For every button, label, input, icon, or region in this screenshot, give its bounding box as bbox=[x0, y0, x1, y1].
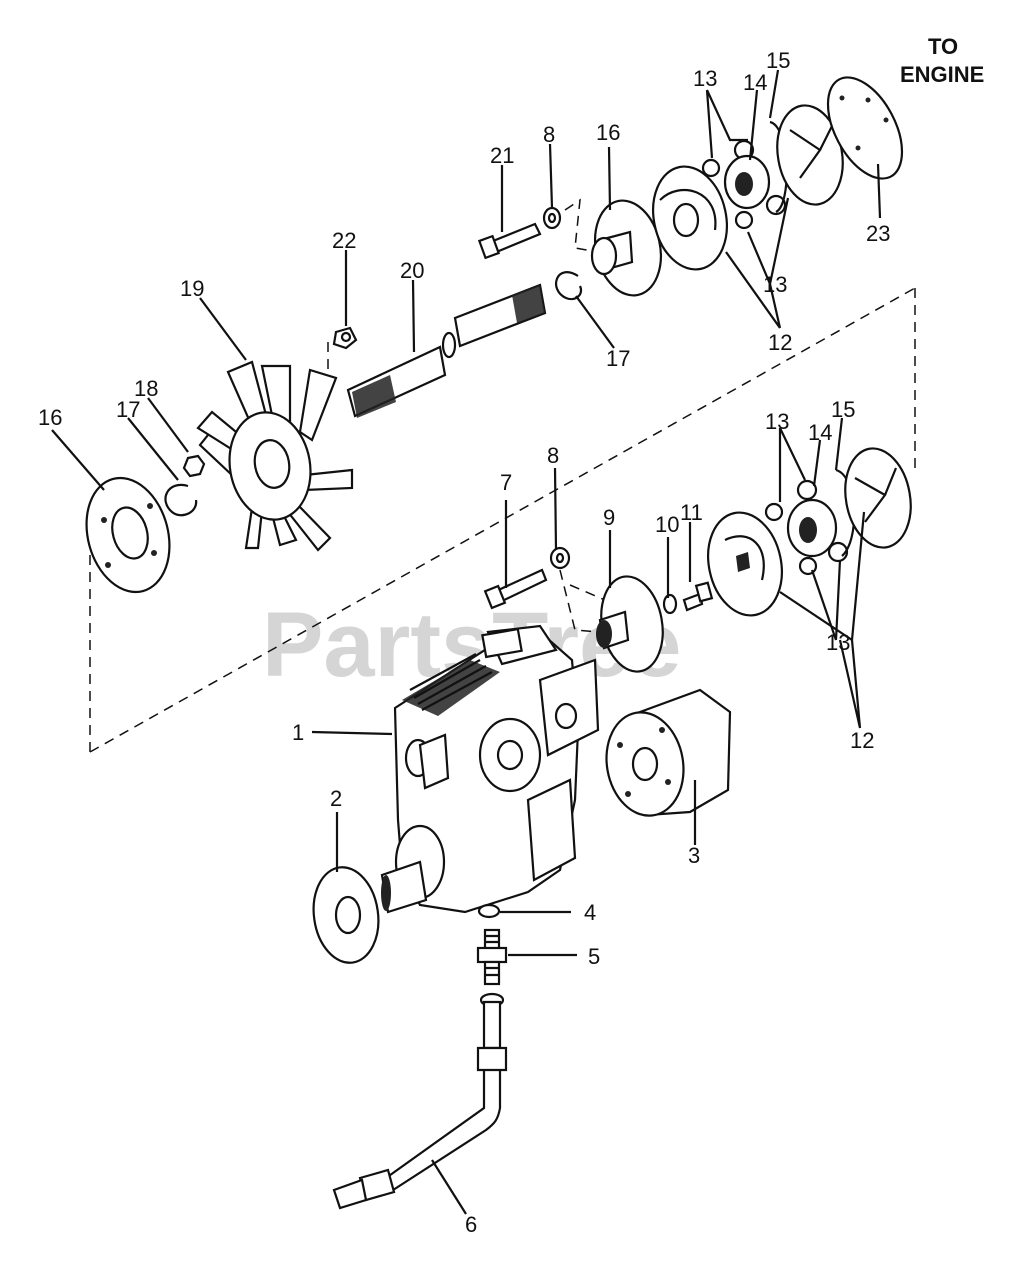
callout-23: 23 bbox=[866, 221, 890, 246]
callout-14-upper: 14 bbox=[743, 70, 767, 95]
callout-15-lower: 15 bbox=[831, 397, 855, 422]
yoke-lower bbox=[844, 447, 912, 549]
drive-plate bbox=[596, 575, 664, 673]
snap-ring-left bbox=[164, 483, 198, 517]
callout-2: 2 bbox=[330, 786, 342, 811]
callout-11: 11 bbox=[680, 500, 703, 525]
flat-washer bbox=[662, 593, 678, 615]
drive-shaft bbox=[346, 283, 547, 418]
washer-lower bbox=[549, 546, 571, 570]
cap-screw bbox=[682, 581, 714, 612]
coupling-lower bbox=[707, 511, 783, 617]
universal-joint-upper bbox=[701, 120, 788, 230]
callout-8-upper: 8 bbox=[543, 122, 555, 147]
callout-3: 3 bbox=[688, 843, 700, 868]
hydraulic-motor bbox=[605, 688, 732, 817]
washer-upper bbox=[542, 206, 562, 230]
bolt-lower bbox=[483, 568, 548, 610]
leader-lines bbox=[51, 69, 882, 1215]
callout-16-left: 16 bbox=[38, 405, 62, 430]
hex-nut-left bbox=[182, 454, 206, 478]
callout-12-lower: 12 bbox=[850, 728, 874, 753]
callout-10: 10 bbox=[655, 512, 679, 537]
callout-17-upper: 17 bbox=[606, 346, 630, 371]
cooling-fan bbox=[196, 360, 354, 552]
hose-fitting bbox=[476, 928, 508, 986]
callout-22: 22 bbox=[332, 228, 356, 253]
callout-15-upper: 15 bbox=[766, 48, 790, 73]
snap-ring-upper bbox=[555, 271, 583, 301]
o-ring bbox=[477, 903, 501, 919]
callout-6: 6 bbox=[465, 1212, 477, 1237]
transmission-housing bbox=[380, 624, 600, 914]
callout-13-lower-b: 13 bbox=[826, 630, 850, 655]
coupling-upper bbox=[652, 165, 728, 271]
thrust-washer bbox=[312, 866, 380, 964]
callout-4: 4 bbox=[584, 900, 596, 925]
callout-8-lower: 8 bbox=[547, 443, 559, 468]
callout-labels: 1 2 3 4 5 6 7 8 9 10 11 12 13 13 14 15 1… bbox=[38, 48, 890, 1237]
heading-line-2: ENGINE bbox=[900, 62, 984, 87]
callout-1: 1 bbox=[292, 720, 304, 745]
callout-14-lower: 14 bbox=[808, 420, 832, 445]
flange-upper bbox=[590, 199, 662, 297]
flange-left bbox=[85, 476, 171, 594]
callout-21: 21 bbox=[490, 143, 514, 168]
callout-7: 7 bbox=[500, 470, 512, 495]
callout-13-lower-a: 13 bbox=[765, 409, 789, 434]
callout-13-upper-a: 13 bbox=[693, 66, 717, 91]
callout-9: 9 bbox=[603, 505, 615, 530]
heading-line-1: TO bbox=[928, 34, 958, 59]
callout-17-left: 17 bbox=[116, 397, 140, 422]
hydraulic-line bbox=[332, 992, 508, 1210]
callout-5: 5 bbox=[588, 944, 600, 969]
bolt-upper bbox=[477, 222, 542, 260]
callout-18: 18 bbox=[134, 376, 158, 401]
callout-20: 20 bbox=[400, 258, 424, 283]
callout-12-upper: 12 bbox=[768, 330, 792, 355]
grease-fitting bbox=[332, 326, 358, 350]
callout-13-upper-b: 13 bbox=[763, 272, 787, 297]
callout-19: 19 bbox=[180, 276, 204, 301]
engine-plate bbox=[826, 76, 904, 180]
callout-16-upper: 16 bbox=[596, 120, 620, 145]
